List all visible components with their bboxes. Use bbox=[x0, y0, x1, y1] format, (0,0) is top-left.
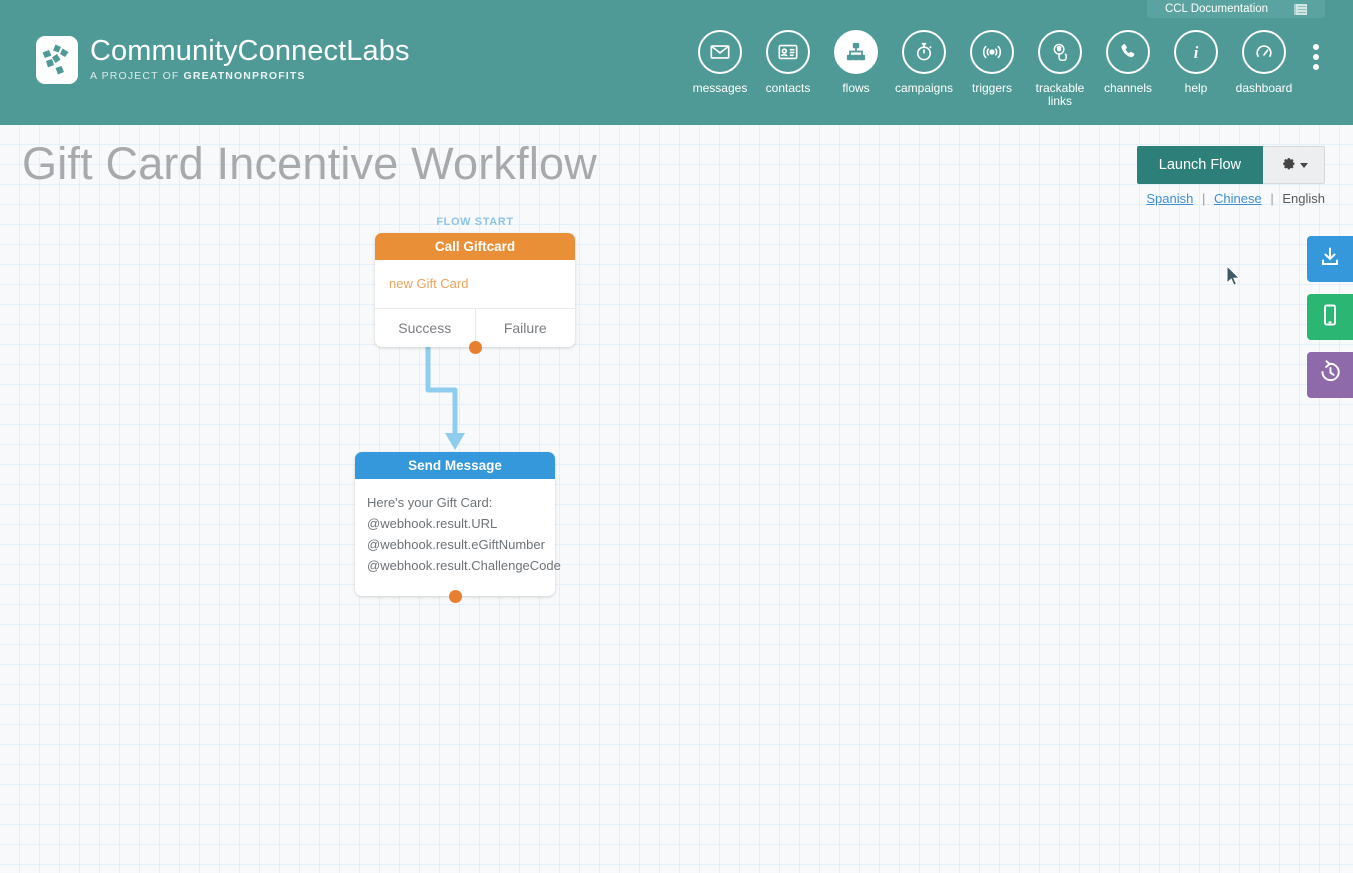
flow-node-send-message[interactable]: Send Message Here's your Gift Card: @web… bbox=[355, 452, 561, 603]
language-switcher: Spanish | Chinese | English bbox=[1146, 191, 1325, 206]
nav-item-dashboard[interactable]: dashboard bbox=[1230, 30, 1298, 95]
flow-exit-failure-connector-dot[interactable] bbox=[468, 340, 482, 354]
nav-label: flows bbox=[842, 81, 870, 95]
language-separator: | bbox=[1202, 191, 1206, 206]
flow-actions: Launch Flow bbox=[1136, 146, 1325, 184]
app-header: CommunityConnectLabs A PROJECT OF GREATN… bbox=[0, 0, 1353, 125]
message-line: @webhook.result.ChallengeCode bbox=[367, 558, 561, 573]
phone-icon bbox=[1106, 30, 1150, 74]
nav-label: triggers bbox=[971, 81, 1012, 95]
stopwatch-icon bbox=[902, 30, 946, 74]
more-options-icon[interactable] bbox=[1307, 44, 1325, 70]
message-line: @webhook.result.URL bbox=[367, 516, 498, 531]
download-icon bbox=[1318, 245, 1342, 274]
nav-label: trackable links bbox=[1035, 81, 1085, 108]
flow-canvas[interactable]: Gift Card Incentive Workflow Launch Flow… bbox=[0, 125, 1353, 873]
flow-node-title[interactable]: Send Message bbox=[355, 452, 555, 479]
flow-node-body[interactable]: Here's your Gift Card: @webhook.result.U… bbox=[355, 479, 561, 596]
envelope-icon bbox=[698, 30, 742, 74]
nav-item-triggers[interactable]: triggers bbox=[958, 30, 1026, 95]
kebab-dot bbox=[1313, 64, 1319, 70]
flow-start-label: FLOW START bbox=[436, 216, 514, 228]
message-line: @webhook.result.eGiftNumber bbox=[367, 537, 545, 552]
nav-item-messages[interactable]: messages bbox=[686, 30, 754, 95]
ccl-documentation-tab[interactable]: CCL Documentation bbox=[1147, 0, 1325, 18]
brand-tagline: A PROJECT OF GREATNONPROFITS bbox=[90, 69, 306, 82]
simulator-button[interactable] bbox=[1307, 294, 1353, 340]
flow-node-exits: Success Failure bbox=[375, 308, 575, 347]
nav-item-channels[interactable]: channels bbox=[1094, 30, 1162, 95]
language-current-english: English bbox=[1282, 191, 1325, 206]
logo-mark-icon bbox=[36, 36, 78, 84]
flow-settings-button[interactable] bbox=[1263, 146, 1325, 184]
nav-item-flows[interactable]: flows bbox=[822, 30, 890, 95]
contact-card-icon bbox=[766, 30, 810, 74]
flow-node-body[interactable]: new Gift Card bbox=[389, 276, 469, 291]
flow-node-call-giftcard[interactable]: Call Giftcard new Gift Card Success Fail… bbox=[375, 233, 575, 354]
page-title: Gift Card Incentive Workflow bbox=[22, 138, 597, 189]
gauge-icon bbox=[1242, 30, 1286, 74]
language-link-chinese[interactable]: Chinese bbox=[1214, 191, 1262, 206]
nav-item-campaigns[interactable]: campaigns bbox=[890, 30, 958, 95]
canvas-tool-dock bbox=[1307, 236, 1353, 398]
flow-exit-failure[interactable]: Failure bbox=[474, 309, 576, 347]
brand-name: CommunityConnectLabs bbox=[90, 34, 410, 67]
language-link-spanish[interactable]: Spanish bbox=[1146, 191, 1194, 206]
info-icon: i bbox=[1174, 30, 1218, 74]
tap-link-icon bbox=[1038, 30, 1082, 74]
nav-label: dashboard bbox=[1235, 81, 1293, 95]
mouse-cursor bbox=[1226, 265, 1241, 286]
message-line: Here's your Gift Card: bbox=[367, 495, 493, 510]
revision-history-button[interactable] bbox=[1307, 352, 1353, 398]
nav-label: contacts bbox=[765, 81, 811, 95]
nav-item-contacts[interactable]: contacts bbox=[754, 30, 822, 95]
nav-label: help bbox=[1184, 81, 1208, 95]
language-separator: | bbox=[1270, 191, 1274, 206]
flow-node-title[interactable]: Call Giftcard bbox=[375, 233, 575, 260]
kebab-dot bbox=[1313, 44, 1319, 50]
flow-node-exit-connector-dot[interactable] bbox=[448, 589, 462, 603]
dropdown-caret-icon bbox=[1299, 162, 1308, 168]
main-navigation: messages contacts flows campaigns bbox=[686, 30, 1298, 108]
flow-chart-icon bbox=[834, 30, 878, 74]
ccl-documentation-label: CCL Documentation bbox=[1164, 3, 1269, 15]
nav-label: channels bbox=[1103, 81, 1153, 95]
svg-text:i: i bbox=[1194, 43, 1199, 62]
broadcast-icon bbox=[970, 30, 1014, 74]
flow-exit-success[interactable]: Success bbox=[398, 320, 452, 336]
mobile-phone-icon bbox=[1318, 303, 1342, 332]
nav-label: campaigns bbox=[894, 81, 954, 95]
launch-flow-button[interactable]: Launch Flow bbox=[1136, 146, 1263, 184]
nav-label: messages bbox=[692, 81, 748, 95]
document-icon bbox=[1294, 3, 1308, 15]
kebab-dot bbox=[1313, 54, 1319, 60]
history-revert-icon bbox=[1318, 360, 1343, 390]
brand-logo[interactable]: CommunityConnectLabs A PROJECT OF GREATN… bbox=[36, 36, 410, 84]
nav-item-help[interactable]: i help bbox=[1162, 30, 1230, 95]
nav-item-trackable-links[interactable]: trackable links bbox=[1026, 30, 1094, 108]
download-button[interactable] bbox=[1307, 236, 1353, 282]
gear-icon bbox=[1280, 155, 1297, 175]
